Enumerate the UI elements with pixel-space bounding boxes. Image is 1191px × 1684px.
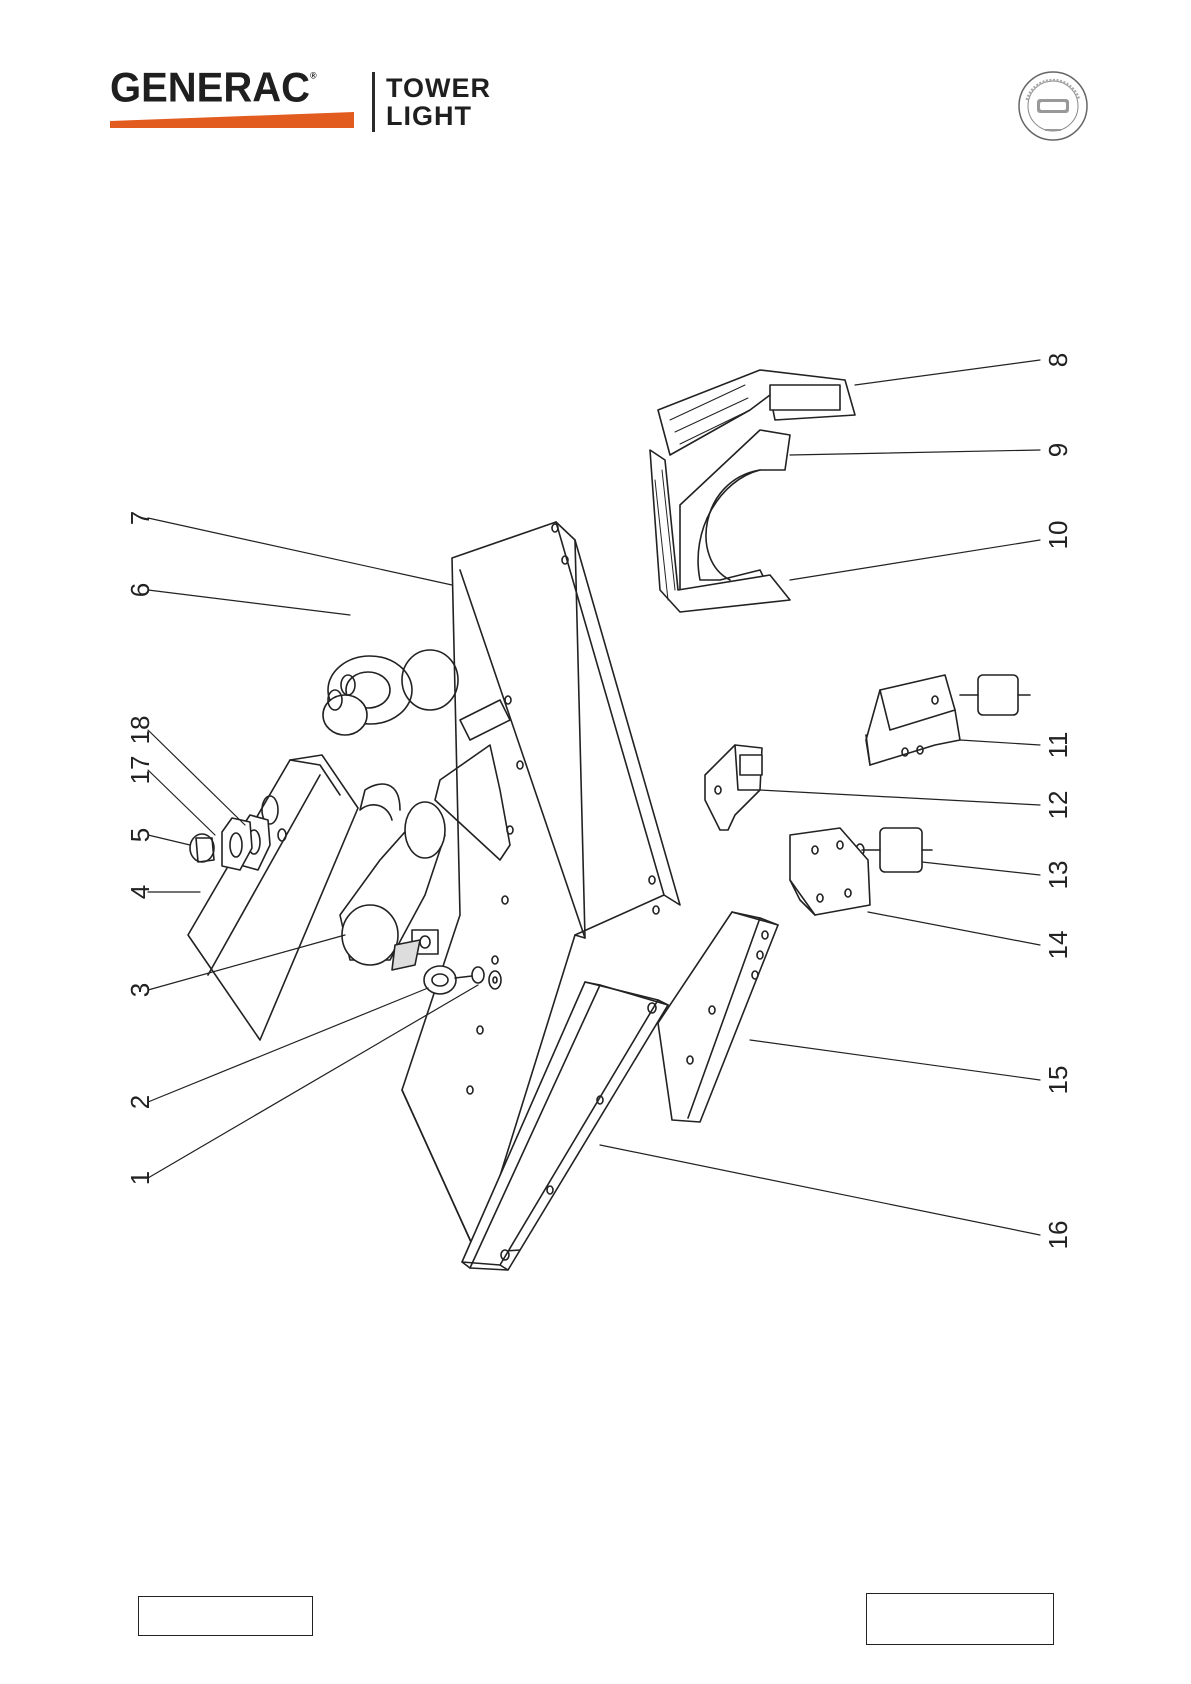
part-1-washer — [489, 971, 501, 989]
part-14-mounting-plate — [790, 828, 870, 915]
callout-5: 5 — [126, 819, 154, 851]
part-12-small-bracket — [705, 745, 762, 830]
callout-9: 9 — [1044, 434, 1072, 466]
callout-6: 6 — [126, 574, 154, 606]
callout-7: 7 — [126, 502, 154, 534]
callout-2: 2 — [126, 1086, 154, 1118]
part-9-bracket-arch — [680, 430, 790, 600]
callout-12: 12 — [1044, 789, 1072, 821]
part-15-spacer-block — [658, 912, 778, 1122]
footer-box-right — [866, 1593, 1054, 1645]
callout-16: 16 — [1044, 1219, 1072, 1251]
callout-8: 8 — [1044, 344, 1072, 376]
callout-17: 17 — [126, 754, 154, 786]
callout-3: 3 — [126, 974, 154, 1006]
callout-14: 14 — [1044, 929, 1072, 961]
callout-13: 13 — [1044, 859, 1072, 891]
callout-11: 11 — [1044, 729, 1072, 761]
callout-1: 1 — [126, 1162, 154, 1194]
part-4-exhaust-box — [188, 755, 358, 1040]
footer-box-left — [138, 1596, 313, 1636]
part-5-plug — [190, 834, 214, 862]
part-6-cover-plate — [323, 650, 458, 735]
callout-18: 18 — [126, 714, 154, 746]
callout-10: 10 — [1044, 519, 1072, 551]
callout-15: 15 — [1044, 1064, 1072, 1096]
callout-4: 4 — [126, 876, 154, 908]
part-11-mount-bracket — [866, 675, 1030, 765]
